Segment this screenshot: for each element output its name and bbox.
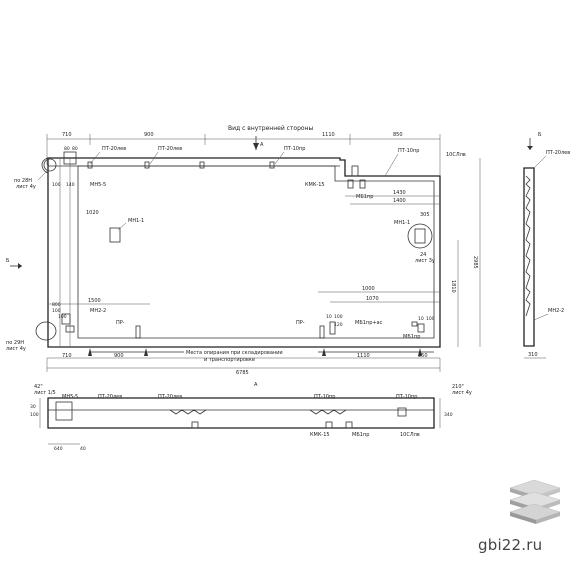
panel-outline xyxy=(47,157,441,348)
label-mb1-top: МБ1пр xyxy=(356,194,373,200)
label-pr-left: ПР- xyxy=(116,320,125,326)
label-mn1-top: МН1-1 xyxy=(128,218,144,224)
top-dim-1: 710 xyxy=(62,132,72,138)
top-dim-4: 850 xyxy=(393,132,403,138)
section-a-dim-640: 640 xyxy=(54,446,63,452)
dim-100-br: 100 xyxy=(334,314,343,320)
section-a-label-pt20-1: ПТ-20лев xyxy=(98,394,122,400)
logo-icon xyxy=(509,479,561,524)
bottom-dim-2: 900 xyxy=(114,353,124,359)
section-a-label-mb1: МБ1пр xyxy=(352,432,369,438)
dim-140-left: 140 xyxy=(66,182,75,188)
section-a-label-km15: КМК-15 xyxy=(310,432,330,438)
label-pr-mid: ПР- xyxy=(296,320,305,326)
bottom-dim-4: 850 xyxy=(418,353,428,359)
label-km15: КМК-15 xyxy=(305,182,325,188)
dim-10: 10 xyxy=(326,314,332,320)
section-a-label-pt20-2: ПТ-20лев xyxy=(158,394,182,400)
node-28-sheet: лист 4у xyxy=(16,184,36,190)
section-a-label-pt10-1: ПТ-10пр xyxy=(314,394,335,400)
label-pt20-2: ПТ-20лев xyxy=(158,146,182,152)
label-mb1-bot2: МБ1пр+ас xyxy=(355,320,383,326)
section-a-node-right-sheet: лист 4у xyxy=(452,390,472,396)
top-dim-2: 900 xyxy=(144,132,154,138)
dim-1070: 1070 xyxy=(366,296,379,302)
section-label-a-bottom: А xyxy=(254,382,258,388)
section-a-dim-40: 40 xyxy=(80,446,86,452)
dim-80b: 80 xyxy=(72,146,78,152)
label-pt10-2: ПТ-10пр xyxy=(398,148,419,154)
dim-120: 120 xyxy=(334,322,343,328)
section-b-label-pt20: ПТ-20лев xyxy=(546,150,570,156)
label-section-b-right: Б xyxy=(538,132,542,138)
section-a-dim-30: 30 xyxy=(30,404,36,410)
section-a-label-sj10: 10СЛлв xyxy=(400,432,420,438)
bottom-dim-1: 710 xyxy=(62,353,72,359)
top-dim-3: 1110 xyxy=(322,132,335,138)
dim-800: 800 xyxy=(52,302,61,308)
label-mn2: МН2-2 xyxy=(90,308,106,314)
dim-right-height: 2985 xyxy=(472,256,478,269)
bottom-dim-3: 1110 xyxy=(357,353,370,359)
storage-note-1: Места опирания при складировании xyxy=(186,350,283,356)
dim-100b: 100 xyxy=(426,316,435,322)
label-pt10-1: ПТ-10пр xyxy=(284,146,305,152)
section-b-view: ПТ-20лев МН2-2 310 xyxy=(523,150,570,359)
view-title: Вид с внутренней стороны xyxy=(228,125,313,132)
dim-100-left: 100 xyxy=(52,182,61,188)
label-mn5: МН5-5 xyxy=(90,182,106,188)
section-arrow-a-top: А xyxy=(260,142,264,148)
section-a-dim-100: 100 xyxy=(30,412,39,418)
storage-note-2: и транспортировке xyxy=(204,357,255,363)
node-24-sheet: лист 3у xyxy=(415,258,435,264)
section-b-dim-310: 310 xyxy=(528,352,538,358)
dim-100-bl: 100 xyxy=(52,308,61,314)
section-a-label-mn5: МН5-5 xyxy=(62,394,78,400)
label-pt20-1: ПТ-20лев xyxy=(102,146,126,152)
node-29-sheet: лист 4у xyxy=(6,346,26,352)
node-29: по 29Н xyxy=(6,340,24,346)
section-a-dim-340: 340 xyxy=(444,412,453,418)
dim-10b: 10 xyxy=(418,316,424,322)
section-a-view: А МН5-5 ПТ-20лев ПТ-20лев ПТ-10пр ПТ-10п… xyxy=(30,382,472,452)
dim-1000: 1000 xyxy=(362,286,375,292)
section-b-label-mn2: МН2-2 xyxy=(548,308,564,314)
section-arrow-b-left: Б xyxy=(6,258,10,264)
dim-1500: 1500 xyxy=(88,298,101,304)
dim-100-bl2: 100 xyxy=(58,314,67,320)
section-a-label-pt10-2: ПТ-10пр xyxy=(396,394,417,400)
overall-length: 6785 xyxy=(236,370,249,376)
label-sj10: 10СЛлв xyxy=(446,152,466,158)
dim-1400: 1400 xyxy=(393,198,406,204)
dim-inner-height: 1810 xyxy=(450,280,456,293)
node-28: по 28Н xyxy=(14,178,32,184)
dim-305: 305 xyxy=(420,212,430,218)
node-24: 24 xyxy=(420,252,426,258)
site-watermark[interactable]: gbi22.ru xyxy=(478,536,543,554)
section-a-node-right: 210" xyxy=(452,384,464,390)
dim-1020: 1020 xyxy=(86,210,99,216)
dim-1430: 1430 xyxy=(393,190,406,196)
label-mn1-right: МН1-1 xyxy=(394,220,410,226)
dim-80a: 80 xyxy=(64,146,70,152)
label-mb1-bottom: МБ1пр xyxy=(403,334,420,340)
section-a-node-left: 42" xyxy=(34,384,43,390)
main-elevation: Вид с внутренней стороны А 710 900 1110 … xyxy=(6,125,542,376)
section-a-node-left-sheet: лист 1/5 xyxy=(34,390,56,396)
